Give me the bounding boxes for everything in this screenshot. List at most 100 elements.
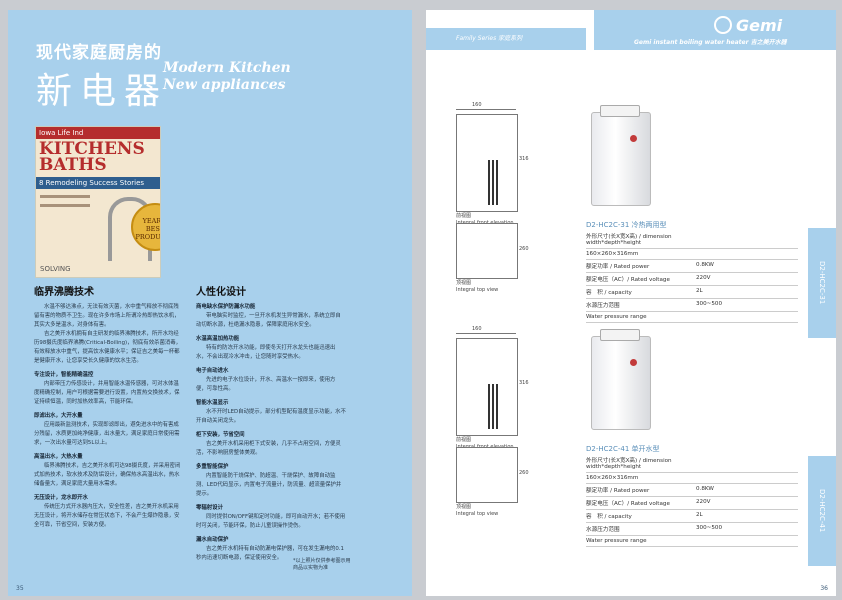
- paragraph: 内置智能防干烧保护、防超温、干烧保护、故障自动监测、LED代码显示，内置电子流量…: [196, 473, 342, 497]
- side-tab-model: D2-HC2C-41: [808, 456, 836, 566]
- subheading: 零辐射设计: [196, 505, 223, 511]
- top-caption-cn: 顶视图: [456, 280, 472, 286]
- title-english: Modern Kitchen New appliances: [163, 60, 291, 94]
- product-photo: [591, 105, 651, 206]
- paragraph: 先进的电子水位设计，开水、高温水一按即来，使用方便，可靠性高。: [196, 377, 336, 392]
- magazine-cover-image: Iowa Life Ind KITCHENS BATHS 8 Remodelin…: [35, 126, 161, 278]
- paragraph: 吉之美开水机拥有自主研发的临界沸腾技术，所开水均经历98摄氏度临界沸腾(Crit…: [34, 331, 182, 364]
- paragraph: 传统压力式开水器内压大，安全性差，吉之美开水机采用无压设计，将开水储存在常压状态…: [34, 504, 180, 528]
- column-2: 人性化设计 商电缺水保护防漏水功能 带电脑实时监控，一旦开水机发生异常漏水，系统…: [196, 288, 346, 563]
- product-top: [600, 105, 640, 117]
- subheading: 智能水温显示: [196, 400, 229, 406]
- magazine-line2: BATHS: [39, 155, 107, 175]
- seal-line3: PRODUCTS: [135, 233, 161, 241]
- column-2-heading: 人性化设计: [196, 287, 246, 298]
- brand-name: Gemi: [736, 16, 783, 35]
- column-1: 临界沸腾技术 水温不够达沸点，无法有效灭菌，水中重气释放不彻底残留有害的物质不卫…: [34, 288, 184, 530]
- paragraph: 应用最新监测技术，实现即滤即出，避免进水中的有害成分残留，水质更加纯净健康，出水…: [34, 422, 180, 446]
- footnote-line1: *以上照片仅供参考图示用: [293, 558, 351, 564]
- spec-size-value: 160×260×316mm: [586, 249, 798, 260]
- page-number: 35: [16, 585, 24, 592]
- dim-width: 160: [472, 102, 482, 108]
- magazine-line: [40, 204, 90, 207]
- top-view-drawing: [456, 447, 518, 503]
- drawing-line: [496, 160, 498, 205]
- family-series-label: Family Series 家庭系列: [426, 28, 586, 50]
- spec-label: 水源压力范围: [586, 527, 620, 533]
- spec-row: 容 积 / capacity 2L: [586, 510, 798, 523]
- magazine-line1: KITCHENS: [39, 139, 145, 159]
- spec-size-label-text: 外形尺寸(长X宽X高) / dimension width*depth*heig…: [586, 458, 672, 470]
- spec-value: 220V: [696, 499, 711, 505]
- power-button-icon: [630, 135, 637, 142]
- top-caption: 顶视图 Integral top view: [456, 280, 498, 294]
- footnote-line2: 商品以实物为准: [293, 565, 329, 571]
- paragraph: 特有的防冻开水功能，即使冬天打开水龙头也能迅速出水，不会出现冷水冲击，让您随时享…: [196, 345, 336, 360]
- subheading: 高温出水，大热水量: [34, 454, 83, 460]
- title-small: 现代家庭厨房的: [36, 43, 162, 63]
- seal-line1: YEAR'S: [142, 217, 161, 225]
- dim-width: 160: [472, 326, 482, 332]
- drawing-line: [492, 160, 494, 205]
- spec-label: 额定功率 / Rated power: [586, 264, 650, 270]
- drawing-line: [488, 384, 490, 429]
- subheading: 即滤出水，大开水量: [34, 413, 83, 419]
- spec-label: 水源压力范围: [586, 303, 620, 309]
- drawing-line: [492, 384, 494, 429]
- spec-label: Water pressure range: [586, 538, 647, 544]
- front-caption-cn: 前视图: [456, 437, 472, 443]
- column-1-heading: 临界沸腾技术: [34, 287, 94, 298]
- magazine-top: Iowa Life Ind: [36, 127, 160, 139]
- product-photo: [591, 329, 651, 430]
- spec-table: 外形尺寸(长X宽X高) / dimension width*depth*heig…: [586, 454, 798, 547]
- spec-value: 220V: [696, 275, 711, 281]
- title-big: 新电器: [36, 71, 169, 112]
- spec-size-value: 160×260×316mm: [586, 473, 798, 484]
- title-en-1: Modern Kitchen: [163, 60, 291, 76]
- paragraph: 水温不够达沸点，无法有效灭菌，水中重气释放不彻底残留有害的物质不卫生。现在许多市…: [34, 304, 180, 328]
- brand-bar: Gemi Gemi instant boiling water heater 吉…: [594, 10, 836, 50]
- spec-table: 外形尺寸(长X宽X高) / dimension width*depth*heig…: [586, 230, 798, 323]
- model-name: D2-HC2C-31 冷热两用型: [586, 221, 667, 229]
- spec-value: 2L: [696, 512, 703, 518]
- magazine-bottom: SOLVING: [40, 265, 71, 273]
- paragraph: 临界沸腾技术，吉之美开水机可达98摄氏度，并采用密闭式加热技术，软水技术及防垢设…: [34, 463, 181, 487]
- right-page: Family Series 家庭系列 Gemi Gemi instant boi…: [426, 10, 836, 596]
- spec-size-label: 外形尺寸(长X宽X高) / dimension width*depth*heig…: [586, 230, 798, 249]
- brand-logo: Gemi: [714, 16, 782, 35]
- spec-value: 300~500: [696, 525, 723, 531]
- dim-depth: 260: [519, 246, 529, 252]
- spec-value: 2L: [696, 288, 703, 294]
- spec-label: Water pressure range: [586, 314, 647, 320]
- spec-value: 300~500: [696, 301, 723, 307]
- spec-label: 容 积 / capacity: [586, 514, 632, 520]
- spec-row: Water pressure range: [586, 536, 798, 547]
- spec-size-value-text: 160×260×316mm: [586, 251, 639, 257]
- magazine-stories: 8 Remodeling Success Stories: [36, 177, 160, 189]
- spec-row: 水源压力范围 300~500: [586, 299, 798, 312]
- dim-height: 316: [519, 380, 529, 386]
- paragraph: 带电脑实时监控，一旦开水机发生异常漏水，系统立即自动切断水源，杜绝漏水隐患，保障…: [196, 313, 341, 328]
- footnote: *以上照片仅供参考图示用 商品以实物为准: [293, 558, 351, 572]
- paragraph: 同时提供ON/OFF键和定时功能，即可自动开水；若不使用时可关闭，节能环保，防止…: [196, 514, 346, 529]
- top-view-drawing: [456, 223, 518, 279]
- subheading: 多重智能保护: [196, 464, 229, 470]
- drawing-line: [496, 384, 498, 429]
- top-caption-en: Integral top view: [456, 511, 499, 517]
- paragraph: 吉之美开水机特有自动防漏电保护器，可在发生漏电的0.1秒内迅速切断电源，保证使用…: [196, 546, 344, 561]
- spec-size-value-text: 160×260×316mm: [586, 475, 639, 481]
- top-caption-cn: 顶视图: [456, 504, 472, 510]
- spec-size-label-text: 外形尺寸(长X宽X高) / dimension width*depth*heig…: [586, 234, 672, 246]
- product-top: [600, 329, 640, 341]
- dim-line: [456, 333, 516, 334]
- subheading: 柜下安装，节省空间: [196, 432, 245, 438]
- power-button-icon: [630, 359, 637, 366]
- spec-row: Water pressure range: [586, 312, 798, 323]
- subheading: 商电缺水保护防漏水功能: [196, 304, 256, 310]
- left-page: 现代家庭厨房的 新电器 Modern Kitchen New appliance…: [8, 10, 412, 596]
- side-tab-model: D2-HC2C-31: [808, 228, 836, 338]
- front-caption-cn: 前视图: [456, 213, 472, 219]
- model-name: D2-HC2C-41 单开水型: [586, 445, 660, 453]
